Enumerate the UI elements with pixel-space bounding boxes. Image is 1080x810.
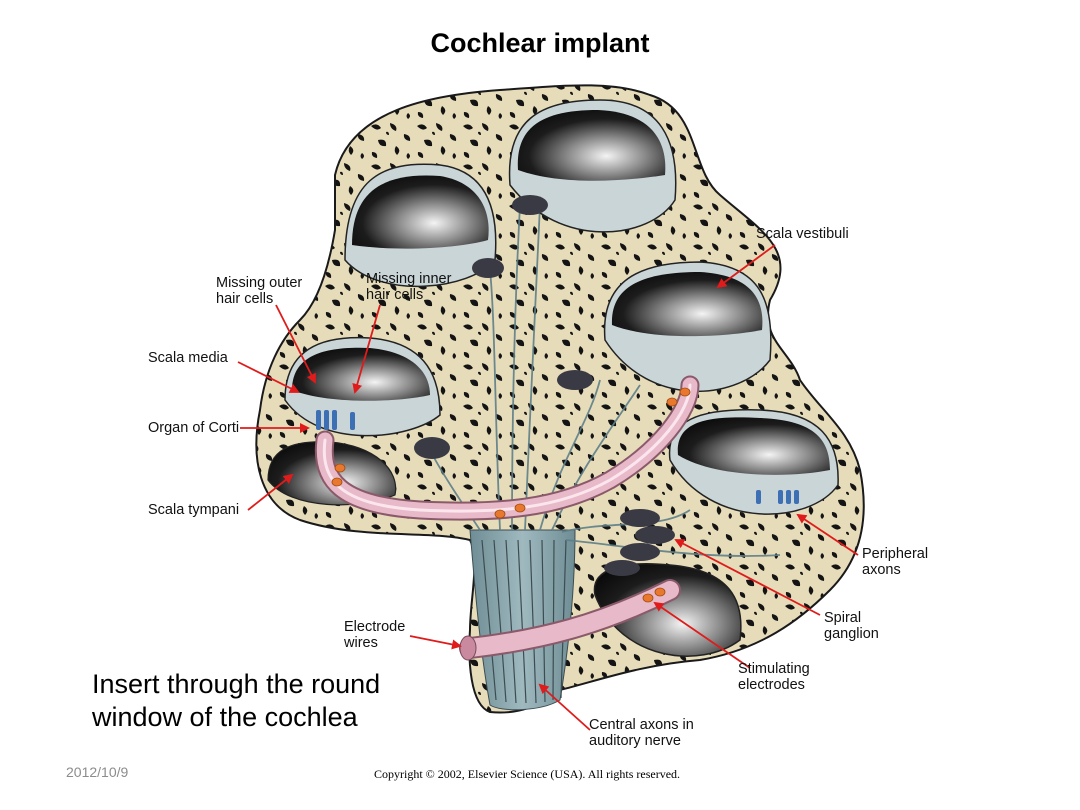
cochlear-turn-top-left [344,163,504,287]
cochlear-turn-top [508,99,677,233]
hair-cells-left [316,410,355,430]
label-scala-media: Scala media [148,350,228,366]
hair-cells-right [756,490,799,504]
copyright-notice: Copyright © 2002, Elsevier Science (USA)… [374,767,681,781]
label-missing-inner-hair-cells: Missing inner hair cells [366,271,452,303]
slide-date: 2012/10/9 [66,764,129,780]
label-stimulating-electrodes: Stimulating electrodes [738,661,810,693]
slide-title: Cochlear implant [430,28,650,58]
label-central-axons: Central axons in auditory nerve [589,717,694,749]
label-arrows [237,244,859,731]
label-electrode-wires: Electrode wires [344,619,406,651]
label-peripheral-axons: Peripheral axons [862,546,929,578]
label-spiral-ganglion: Spiral ganglion [824,610,879,642]
electrode-array [314,375,700,661]
label-missing-outer-hair-cells: Missing outer hair cells [216,275,303,307]
label-scala-vestibuli: Scala vestibuli [756,226,849,242]
slide-caption: Insert through the round window of the c… [92,669,381,732]
label-scala-tympani: Scala tympani [148,502,240,518]
spiral-ganglion-cells [604,509,675,576]
cochlear-turn-lower-right [668,409,839,515]
label-organ-of-corti: Organ of Corti [148,420,240,436]
